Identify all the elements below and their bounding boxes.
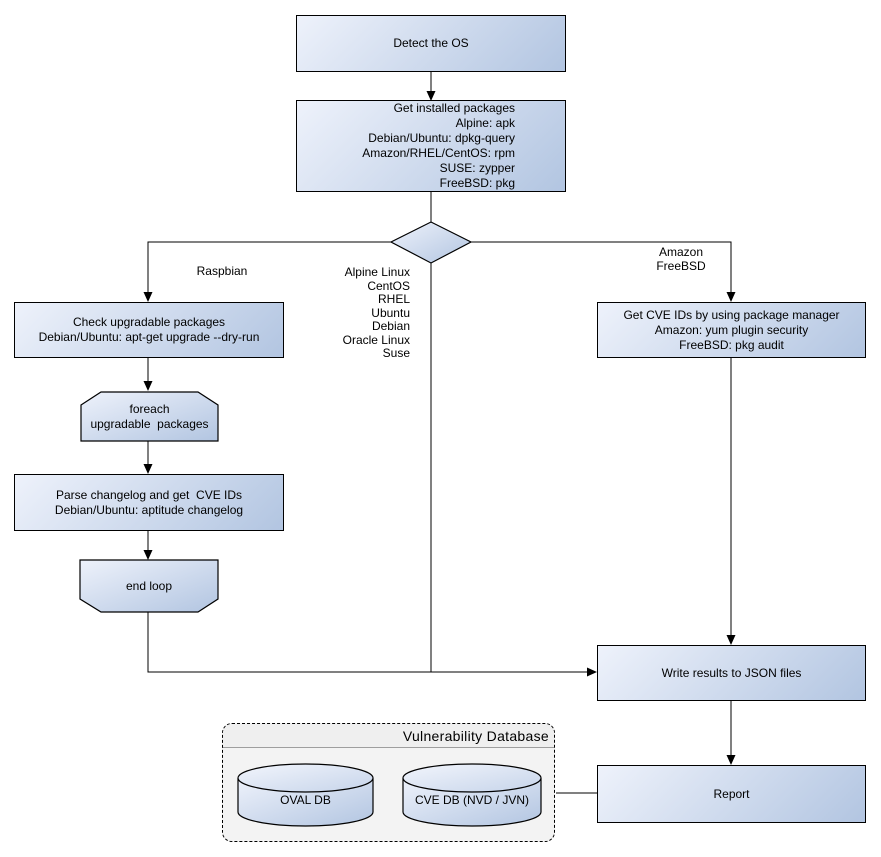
arrowhead-into-foreach — [143, 381, 153, 391]
arrowhead-into-check-upgradable — [143, 292, 153, 302]
edge-label-main-os-list: Alpine Linux CentOS RHEL Ubuntu Debian O… — [342, 265, 410, 360]
arrowhead-into-parse — [143, 464, 153, 474]
node-report-label: Report — [713, 786, 750, 801]
vulnerability-database-header: Vulnerability Database — [223, 724, 554, 748]
foreach-loop-shape — [80, 391, 219, 442]
node-check-upgradable-packages-label: Check upgradable packages Debian/Ubuntu:… — [38, 315, 260, 344]
arrowhead-into-packages — [426, 91, 436, 101]
arrowhead-into-endloop — [143, 550, 153, 560]
edge-decision-to-get-cve — [471, 241, 732, 293]
node-parse-changelog: Parse changelog and get CVE IDs Debian/U… — [14, 474, 284, 531]
oval-db-cylinder-top — [237, 763, 374, 793]
node-get-installed-packages-label: Get installed packages Alpine: apk Debia… — [362, 101, 515, 190]
end-loop-shape — [79, 559, 219, 613]
edge-decision-to-check-upgradable — [147, 241, 391, 293]
node-check-upgradable-packages: Check upgradable packages Debian/Ubuntu:… — [14, 302, 284, 358]
node-report: Report — [597, 765, 866, 823]
cve-db-cylinder-top — [402, 763, 542, 793]
node-write-results: Write results to JSON files — [597, 645, 866, 701]
arrowhead-into-write-left — [587, 667, 597, 677]
arrowhead-into-report — [726, 755, 736, 765]
vulnerability-database-title: Vulnerability Database — [402, 727, 549, 744]
node-detect-os: Detect the OS — [296, 15, 566, 72]
node-parse-changelog-label: Parse changelog and get CVE IDs Debian/U… — [54, 487, 244, 517]
arrowhead-into-get-cve — [726, 292, 736, 302]
edge-label-amazon-freebsd: Amazon FreeBSD — [656, 245, 706, 273]
decision-diamond — [389, 221, 473, 264]
oval-db-cylinder — [237, 763, 374, 827]
node-get-installed-packages: Get installed packages Alpine: apk Debia… — [296, 100, 566, 192]
node-get-cve-ids: Get CVE IDs by using package manager Ama… — [597, 302, 866, 358]
node-get-cve-ids-label: Get CVE IDs by using package manager Ama… — [623, 307, 840, 352]
edge-label-raspbian: Raspbian — [196, 264, 248, 278]
node-detect-os-label: Detect the OS — [393, 36, 469, 50]
arrowhead-into-write-top — [726, 635, 736, 645]
edge-endloop-to-write — [147, 612, 588, 673]
node-write-results-label: Write results to JSON files — [661, 665, 802, 680]
cve-db-cylinder — [402, 763, 542, 827]
